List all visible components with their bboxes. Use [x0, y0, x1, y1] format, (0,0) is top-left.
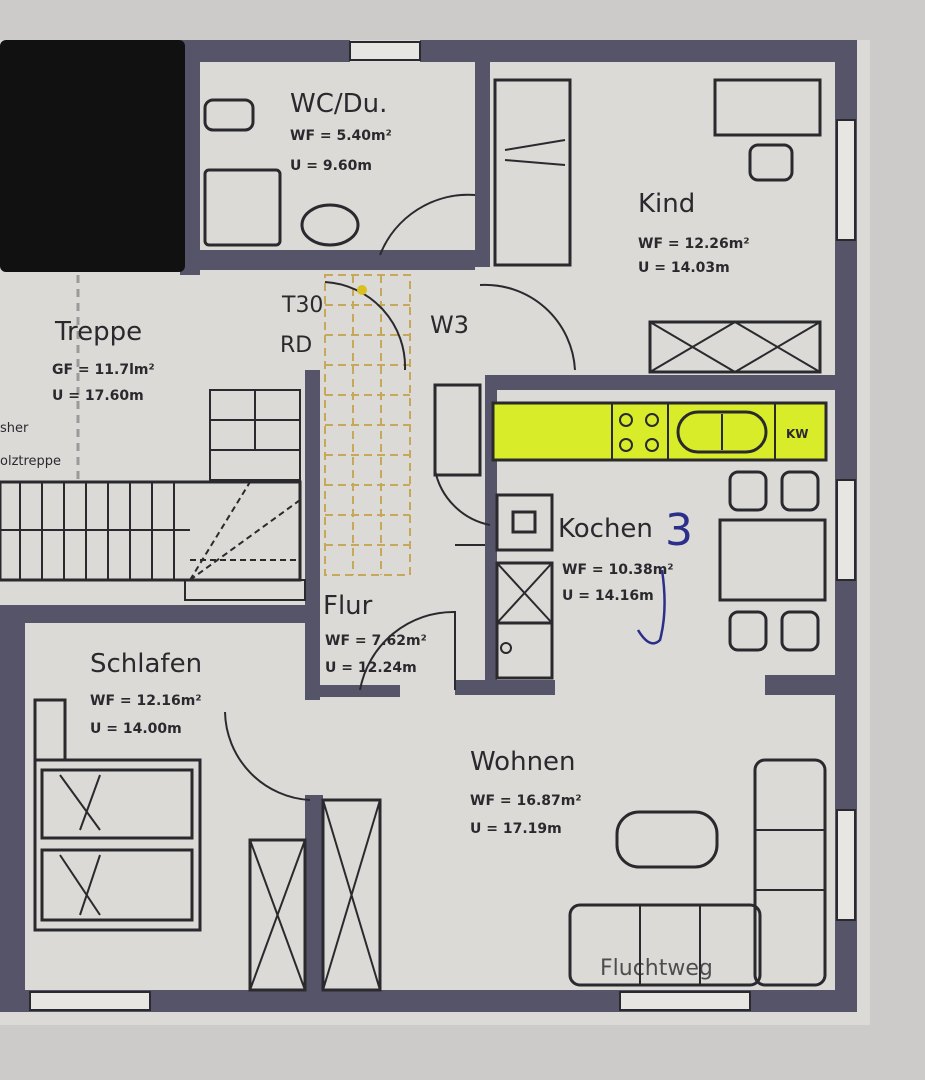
- svg-text:Schlafen: Schlafen: [90, 649, 202, 679]
- stair-grid: [324, 274, 411, 576]
- sink-icon: [300, 203, 360, 247]
- bed-icon: [493, 78, 572, 267]
- room-flur: Flur WF = 7.62m² U = 12.24m: [323, 591, 427, 676]
- svg-text:WF = 12.26m²: WF = 12.26m²: [638, 236, 750, 252]
- windows: [29, 41, 856, 1011]
- svg-text:U = 14.16m: U = 14.16m: [562, 588, 654, 604]
- chair-icon: [748, 143, 794, 182]
- room-wc: WC/Du. WF = 5.40m² U = 9.60m: [290, 89, 392, 174]
- svg-text:WF = 16.87m²: WF = 16.87m²: [470, 793, 582, 809]
- bedroom-furniture: [33, 610, 456, 992]
- svg-text:U = 12.24m: U = 12.24m: [325, 660, 417, 676]
- door-arc: [379, 193, 476, 256]
- svg-text:WF = 5.40m²: WF = 5.40m²: [290, 128, 392, 144]
- staircase: [0, 389, 306, 601]
- door-rating-label: T30: [281, 293, 323, 318]
- svg-text:U = 17.60m: U = 17.60m: [52, 388, 144, 404]
- door-arc: [324, 281, 407, 371]
- svg-text:Kochen: Kochen: [558, 514, 653, 544]
- room-wohnen: Wohnen WF = 16.87m² U = 17.19m: [470, 747, 582, 837]
- desk-icon: [713, 78, 822, 137]
- svg-text:U = 17.19m: U = 17.19m: [470, 821, 562, 837]
- highlight-dot: [357, 285, 367, 295]
- svg-text:WC/Du.: WC/Du.: [290, 89, 387, 119]
- fridge-label: KW: [786, 427, 809, 441]
- svg-text:U = 14.00m: U = 14.00m: [90, 721, 182, 737]
- stove-icon: [619, 413, 659, 452]
- escape-route-label: Fluchtweg: [600, 956, 713, 981]
- sink-icon: [676, 410, 768, 454]
- svg-text:WF = 12.16m²: WF = 12.16m²: [90, 693, 202, 709]
- svg-text:U = 14.03m: U = 14.03m: [638, 260, 730, 276]
- kitchen-counter: KW: [491, 401, 828, 462]
- stair-note-1: sher: [0, 421, 29, 436]
- room-treppe: Treppe GF = 11.7lm² U = 17.60m: [52, 317, 155, 404]
- stair-note-2: olztreppe: [0, 454, 61, 469]
- svg-text:GF = 11.7lm²: GF = 11.7lm²: [52, 362, 155, 378]
- dining-furniture: [433, 383, 827, 680]
- sofa-icon: [568, 903, 762, 987]
- room-schlafen: Schlafen WF = 12.16m² U = 14.00m: [90, 649, 202, 737]
- svg-text:Treppe: Treppe: [54, 317, 142, 347]
- bedroom-kind-furniture: [479, 78, 822, 374]
- svg-text:Kind: Kind: [638, 189, 695, 219]
- redacted-area: [0, 40, 185, 272]
- svg-text:WF = 7.62m²: WF = 7.62m²: [325, 633, 427, 649]
- coffee-table-icon: [615, 810, 719, 869]
- living-furniture: [568, 758, 827, 987]
- svg-text:Wohnen: Wohnen: [470, 747, 576, 777]
- door-arc: [479, 283, 576, 371]
- svg-text:Flur: Flur: [323, 591, 373, 621]
- room-kind: Kind WF = 12.26m² U = 14.03m: [638, 189, 750, 276]
- handwritten-check-icon: [636, 569, 666, 645]
- door-type-label: RD: [280, 333, 312, 358]
- room-kochen: Kochen WF = 10.38m² U = 14.16m: [558, 514, 674, 604]
- toilet-icon: [203, 98, 255, 132]
- shower-icon: [203, 168, 282, 247]
- handwritten-number: 3: [665, 505, 693, 556]
- svg-text:WF = 10.38m²: WF = 10.38m²: [562, 562, 674, 578]
- window-label: W3: [430, 311, 469, 339]
- bathroom-fixtures: [203, 98, 360, 247]
- svg-text:U = 9.60m: U = 9.60m: [290, 158, 372, 174]
